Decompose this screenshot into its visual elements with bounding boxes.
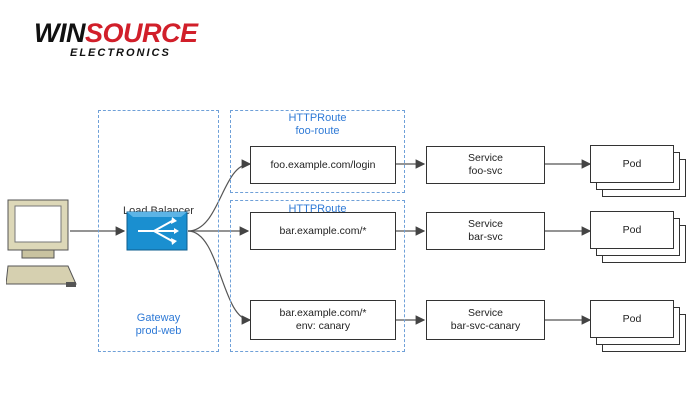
load-balancer-icon <box>126 211 188 251</box>
foo-route-group <box>230 110 405 193</box>
lb-to-foo-rule-arrow <box>187 159 252 232</box>
gateway-title: Gateway <box>136 312 181 324</box>
rule-foo-login: foo.example.com/login <box>250 146 396 184</box>
service-foo: Service foo-svc <box>426 146 545 184</box>
service-canary-name: bar-svc-canary <box>450 320 521 332</box>
logo-text-source: SOURCE <box>84 18 198 48</box>
lb-to-canary-rule-arrow <box>187 230 252 325</box>
brand-logo: WINSOURCE <box>34 20 198 47</box>
pod-stack-bar: Pod <box>590 211 690 267</box>
service-bar-canary: Service bar-svc-canary <box>426 300 545 340</box>
service-bar: Service bar-svc <box>426 212 545 250</box>
rule-canary-header: env: canary <box>295 320 351 332</box>
pod-card-front: Pod <box>590 211 674 249</box>
pod-label: Pod <box>622 224 642 236</box>
computer-icon <box>6 199 77 287</box>
gateway-name: prod-web <box>135 325 182 337</box>
rule-canary-path: bar.example.com/* <box>279 307 367 319</box>
logo-text-win: WIN <box>34 18 85 48</box>
service-bar-kind: Service <box>467 218 503 230</box>
rule-bar-path: bar.example.com/* <box>279 224 367 237</box>
service-canary-kind: Service <box>467 307 503 319</box>
gateway-group <box>98 110 219 352</box>
pod-stack-foo: Pod <box>590 145 690 201</box>
pod-stack-canary: Pod <box>590 300 690 356</box>
rule-bar-all: bar.example.com/* <box>250 212 396 250</box>
service-bar-name: bar-svc <box>468 231 503 243</box>
pod-card-front: Pod <box>590 300 674 338</box>
service-foo-name: foo-svc <box>468 165 503 177</box>
foo-route-name: foo-route <box>295 125 340 137</box>
foo-route-kind: HTTPRoute <box>288 112 347 124</box>
pod-card-front: Pod <box>590 145 674 183</box>
logo-subtitle: ELECTRONICS <box>70 47 171 59</box>
rule-foo-path: foo.example.com/login <box>270 158 376 171</box>
pod-label: Pod <box>622 158 642 170</box>
pod-label: Pod <box>622 313 642 325</box>
service-foo-kind: Service <box>467 152 503 164</box>
bar-route-group <box>230 200 405 352</box>
rule-bar-canary: bar.example.com/* env: canary <box>250 300 396 340</box>
